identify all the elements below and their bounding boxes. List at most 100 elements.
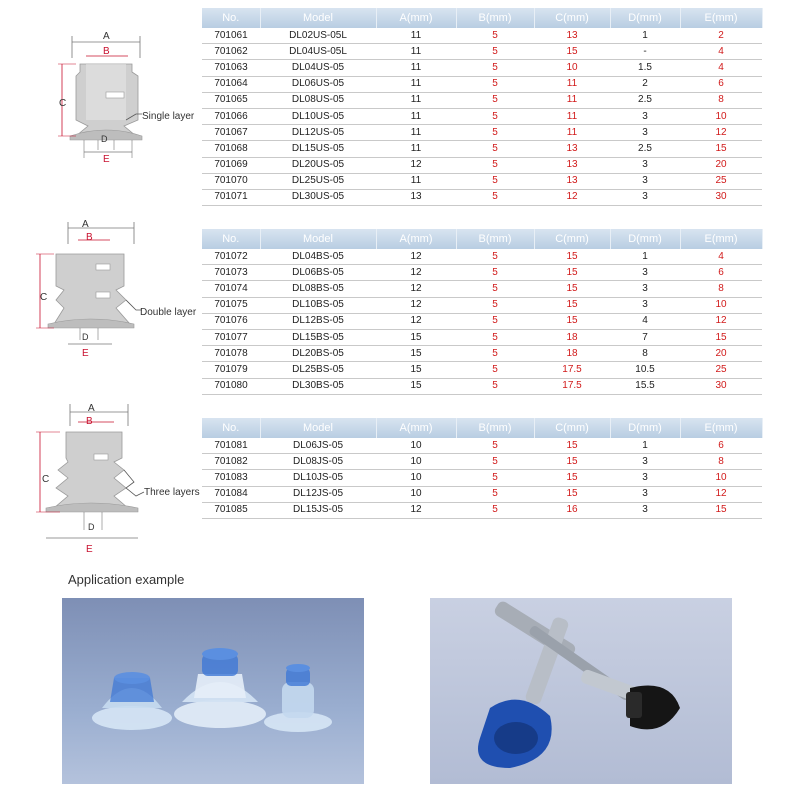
application-example-title: Application example [68, 572, 185, 587]
dim-d-label: D [88, 522, 95, 532]
cell-b: 5 [456, 378, 534, 395]
dim-d-label: D [101, 134, 108, 144]
cell-e: 10 [680, 297, 762, 314]
cell-d: 3 [610, 453, 680, 471]
col-header-a: A(mm) [376, 418, 457, 438]
cell-b: 5 [456, 361, 534, 379]
cell-c: 15 [534, 297, 610, 314]
cell-e: 8 [680, 453, 762, 471]
col-header-model: Model [260, 8, 377, 28]
col-header-e: E(mm) [680, 418, 763, 438]
three-layers-table: No. Model A(mm) B(mm) C(mm) D(mm) E(mm) … [202, 418, 763, 519]
cell-model: DL08JS-05 [260, 453, 376, 471]
cell-no: 701062 [202, 43, 260, 61]
dim-a-label: A [103, 31, 110, 42]
col-header-e: E(mm) [680, 8, 763, 28]
cell-c: 15 [534, 486, 610, 503]
three-layers-diagram: A B C D E Three layers [30, 398, 210, 556]
cell-no: 701072 [202, 249, 260, 266]
col-header-c: C(mm) [534, 8, 611, 28]
cell-a: 11 [376, 76, 456, 93]
cell-model: DL10JS-05 [260, 469, 376, 487]
cell-e: 12 [680, 124, 762, 142]
dim-d-label: D [82, 332, 89, 342]
cell-c: 15 [534, 469, 610, 487]
suction-cups-photo [62, 598, 364, 784]
cell-model: DL20BS-05 [260, 345, 376, 363]
cell-a: 12 [376, 502, 456, 519]
cell-no: 701064 [202, 76, 260, 93]
cell-b: 5 [456, 280, 534, 298]
single-layer-table: No. Model A(mm) B(mm) C(mm) D(mm) E(mm) … [202, 8, 763, 207]
cell-d: 1.5 [610, 59, 680, 77]
cell-no: 701063 [202, 59, 260, 77]
cell-no: 701082 [202, 453, 260, 471]
cell-c: 15 [534, 438, 610, 455]
dim-e-label: E [82, 348, 89, 359]
cell-b: 5 [456, 453, 534, 471]
cell-no: 701066 [202, 108, 260, 126]
cell-model: DL06JS-05 [260, 438, 376, 455]
cell-b: 5 [456, 140, 534, 158]
single-layer-diagram: A B C D E Single layer [40, 28, 205, 168]
cell-e: 2 [680, 28, 762, 45]
dim-b-label: B [103, 46, 110, 57]
dim-b-label: B [86, 416, 93, 427]
cell-e: 15 [680, 502, 762, 519]
cell-b: 5 [456, 92, 534, 109]
cell-a: 15 [376, 361, 456, 379]
cell-no: 701084 [202, 486, 260, 503]
cell-e: 6 [680, 438, 762, 455]
cell-a: 11 [376, 59, 456, 77]
cell-e: 25 [680, 361, 762, 379]
cell-d: 4 [610, 313, 680, 330]
double-layer-diagram: A B C D E Double layer [30, 216, 205, 366]
col-header-model: Model [260, 229, 377, 249]
cell-no: 701085 [202, 502, 260, 519]
cell-a: 11 [376, 28, 456, 45]
cell-c: 18 [534, 345, 610, 363]
cell-b: 5 [456, 173, 534, 190]
cell-c: 16 [534, 502, 610, 519]
cell-model: DL30US-05 [260, 189, 376, 207]
cell-no: 701076 [202, 313, 260, 330]
dim-e-label: E [103, 154, 110, 165]
cell-no: 701083 [202, 469, 260, 487]
cell-e: 8 [680, 280, 762, 298]
cell-c: 13 [534, 140, 610, 158]
cell-d: 7 [610, 329, 680, 347]
cell-model: DL06BS-05 [260, 264, 376, 282]
cell-b: 5 [456, 345, 534, 363]
cell-e: 4 [680, 59, 762, 77]
cell-c: 17.5 [534, 378, 610, 395]
dim-a-label: A [88, 403, 95, 414]
cell-no: 701080 [202, 378, 260, 395]
cell-c: 17.5 [534, 361, 610, 379]
cell-a: 11 [376, 92, 456, 109]
cell-model: DL25BS-05 [260, 361, 376, 379]
cell-no: 701081 [202, 438, 260, 455]
cell-model: DL15JS-05 [260, 502, 376, 519]
cell-model: DL12BS-05 [260, 313, 376, 330]
cell-model: DL04US-05 [260, 59, 376, 77]
cell-no: 701061 [202, 28, 260, 45]
cell-model: DL10BS-05 [260, 297, 376, 314]
cell-d: - [610, 43, 680, 61]
cell-a: 12 [376, 280, 456, 298]
cell-b: 5 [456, 264, 534, 282]
cell-no: 701079 [202, 361, 260, 379]
cell-e: 6 [680, 76, 762, 93]
mounted-suction-cup-photo [430, 598, 732, 784]
cell-model: DL30BS-05 [260, 378, 376, 395]
cell-d: 15.5 [610, 378, 680, 395]
cell-b: 5 [456, 297, 534, 314]
